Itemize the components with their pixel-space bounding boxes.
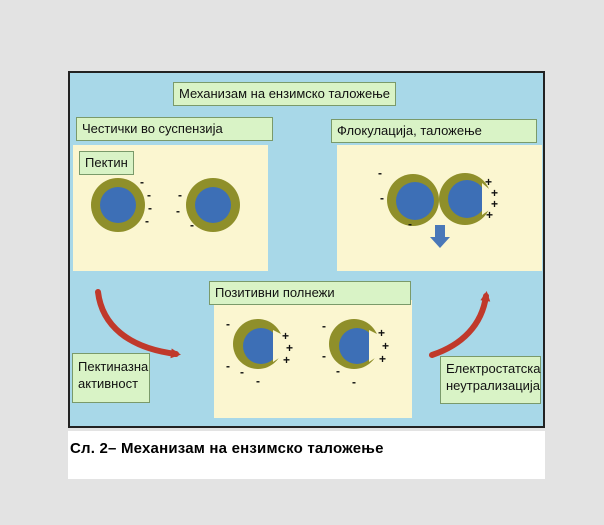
charge-sign: - <box>226 359 230 373</box>
charge-sign: - <box>148 201 152 215</box>
diagram-title: Механизам на ензимско таложење <box>173 82 397 106</box>
panel-flocculation <box>337 145 542 271</box>
charge-sign: + <box>486 208 493 222</box>
charge-sign: - <box>322 319 326 333</box>
charge-sign: - <box>145 214 149 228</box>
charge-sign: + <box>286 341 293 355</box>
particle-positive-2 <box>329 319 381 369</box>
charge-sign: + <box>491 197 498 211</box>
particle-suspension-1 <box>91 178 145 232</box>
label-positive-charges: Позитивни полнежи <box>209 281 411 305</box>
label-pectinase-activity: Пектиназна активност <box>72 353 150 403</box>
charge-sign: + <box>382 339 389 353</box>
charge-sign: - <box>178 188 182 202</box>
charge-sign: + <box>378 326 385 340</box>
pectinase-line-1: Пектиназна <box>78 359 149 374</box>
charge-sign: - <box>380 191 384 205</box>
neutralization-line-2: неутрализација <box>446 378 541 393</box>
charge-sign: - <box>256 374 260 388</box>
caption-band <box>68 431 545 479</box>
charge-sign: + <box>379 352 386 366</box>
arrow-pectinase <box>95 289 181 359</box>
charge-sign: - <box>336 364 340 378</box>
charge-sign: + <box>491 186 498 200</box>
charge-sign: + <box>485 175 492 189</box>
figure-caption: Сл. 2– Механизам на ензимско таложење <box>70 440 384 457</box>
charge-sign: - <box>226 317 230 331</box>
charge-sign: - <box>352 375 356 389</box>
charge-sign: - <box>190 218 194 232</box>
charge-sign: + <box>283 353 290 367</box>
label-neutralization: Електростатска неутрализација <box>440 356 541 404</box>
charge-sign: + <box>282 329 289 343</box>
charge-sign: - <box>378 166 382 180</box>
particle-positive-1 <box>233 319 285 369</box>
charge-sign: - <box>147 188 151 202</box>
particle-suspension-2 <box>186 178 240 232</box>
charge-sign: - <box>408 217 412 231</box>
particle-floc-1 <box>387 174 439 226</box>
particle-floc-2 <box>439 173 495 225</box>
label-suspension: Честички во суспензија <box>76 117 273 141</box>
charges-flocculation: - - - + + + + <box>378 166 498 231</box>
neutralization-line-1: Електростатска <box>446 361 541 376</box>
charge-sign: - <box>322 349 326 363</box>
label-flocculation: Флокулација, таложење <box>331 119 537 143</box>
pectinase-line-2: активност <box>78 376 139 391</box>
charges-positive: - - - - + + + - - - - + + + <box>226 317 389 389</box>
arrow-neutralization <box>429 291 491 358</box>
charge-sign: - <box>240 365 244 379</box>
settling-arrow <box>430 225 450 248</box>
label-pectin: Пектин <box>79 151 134 175</box>
charges-suspension: - - - - - - - <box>140 175 194 232</box>
charge-sign: - <box>140 175 144 189</box>
charge-sign: - <box>176 204 180 218</box>
